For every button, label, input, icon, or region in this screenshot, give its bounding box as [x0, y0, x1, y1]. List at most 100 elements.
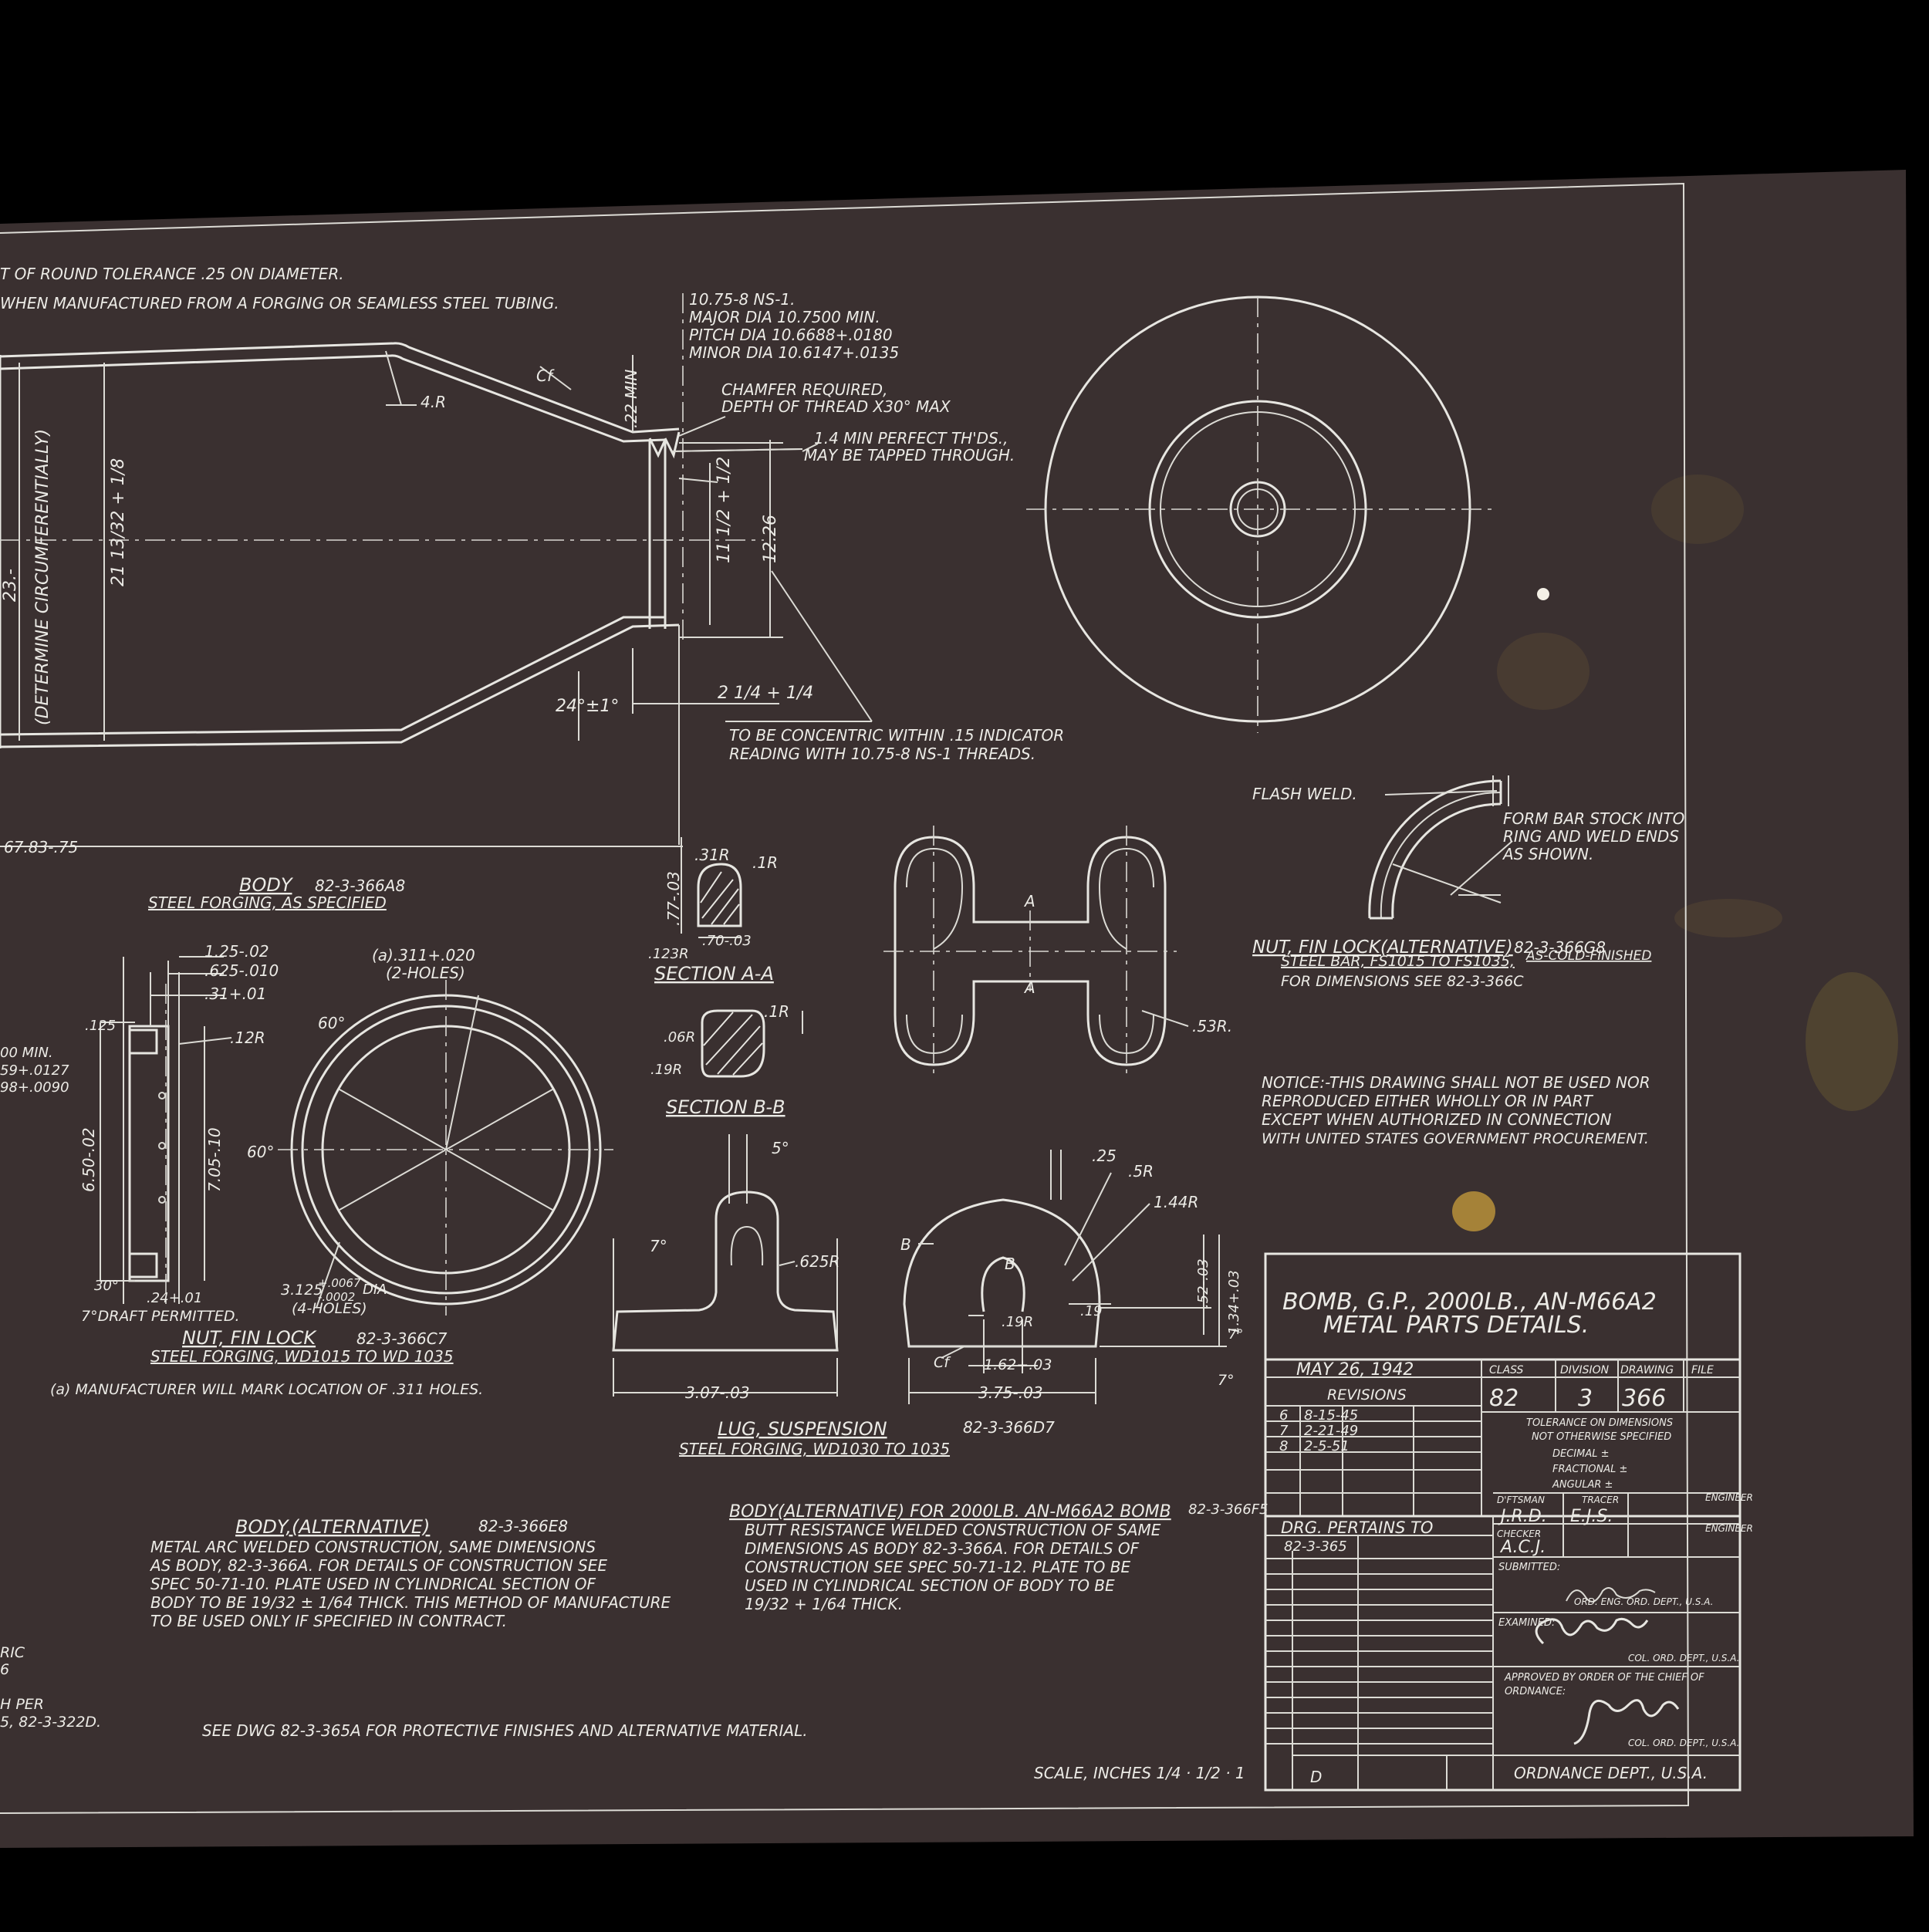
alt-body2-line-2: DIMENSIONS AS BODY 82-3-366A. FOR DETAIL…: [745, 1539, 1140, 1558]
checker-label: CHECKER: [1497, 1528, 1541, 1539]
section-a-radius-123: .123R: [648, 946, 689, 962]
nut-holes-4: (4-HOLES): [292, 1300, 367, 1317]
thread-minor-dia: MINOR DIA 10.6147+.0135: [689, 343, 899, 362]
notice-line-3: EXCEPT WHEN AUTHORIZED IN CONNECTION: [1262, 1110, 1612, 1129]
lug-material: STEEL FORGING, WD1030 TO 1035: [679, 1440, 950, 1458]
section-a-radius-31: .31R: [694, 846, 730, 864]
nut-height-705: 7.05-.10: [205, 1127, 224, 1192]
title-block-line-1: BOMB, G.P., 2000LB., AN-M66A2: [1282, 1289, 1657, 1316]
drawing-size: D: [1310, 1768, 1322, 1786]
nut-dim-31: .31+.01: [204, 985, 266, 1003]
submitted-signature-title: ORD. ENG. ORD. DEPT., U.S.A.: [1574, 1596, 1713, 1607]
tolerance-angular: ANGULAR ±: [1552, 1479, 1613, 1491]
nut-left-note-3: 98+.0090: [0, 1079, 69, 1096]
lug-angle-7c: 7°: [1218, 1372, 1235, 1389]
lug-suspension-views: [612, 1134, 1227, 1404]
section-a-radius-1: .1R: [752, 853, 778, 872]
stain-mark: [1806, 972, 1898, 1111]
revision-6-number: 6: [1279, 1407, 1288, 1424]
section-b-radius-06: .06R: [664, 1029, 695, 1045]
signature-examined: [1535, 1617, 1649, 1645]
nut-radius-12: .12R: [230, 1028, 265, 1047]
nut-alt-dimensions: FOR DIMENSIONS SEE 82-3-366C: [1281, 973, 1524, 990]
alt-body2-number: 82-3-366F5: [1188, 1501, 1269, 1518]
form-bar-note-3: AS SHOWN.: [1502, 845, 1593, 863]
examined-signature-title: COL. ORD. DEPT., U.S.A.: [1628, 1653, 1739, 1663]
lug-section-a-bottom: A: [1023, 978, 1035, 997]
lug-height-134: 1.34+.03: [1226, 1270, 1242, 1335]
nut-manufacturer-note: (a) MANUFACTURER WILL MARK LOCATION OF .…: [50, 1381, 483, 1398]
nut-holes-count: (2-HOLES): [386, 964, 465, 982]
circumference-note: (DETERMINE CIRCUMFERENTIALLY): [33, 429, 52, 725]
pertains-lines: [1265, 1558, 1493, 1745]
pertains-value: 82-3-365: [1284, 1539, 1347, 1555]
body-overall-length: 67.83-.75: [4, 838, 78, 856]
stain-mark: [1651, 475, 1744, 544]
tolerance-heading-1: TOLERANCE ON DIMENSIONS: [1526, 1417, 1673, 1429]
nut-dim-125: 1.25-.02: [204, 942, 269, 961]
chamfer-depth: DEPTH OF THREAD X30° MAX: [721, 397, 951, 416]
nut-dim-125b: .125: [85, 1018, 116, 1034]
section-b-radius-1: .1R: [764, 1002, 789, 1021]
lug-width-162: 1.62+.03: [984, 1356, 1052, 1373]
body-number: 82-3-366A8: [315, 876, 405, 895]
thread-spec: 10.75-8 NS-1.: [689, 290, 796, 309]
nut-alt-finish: AS-COLD-FINISHED: [1525, 948, 1651, 964]
alt-body-line-1: METAL ARC WELDED CONSTRUCTION, SAME DIME…: [150, 1538, 596, 1556]
body-dia-a: 23.-: [1, 569, 20, 602]
form-bar-note-1: FORM BAR STOCK INTO: [1503, 809, 1684, 828]
approved-line-1: APPROVED BY ORDER OF THE CHIEF OF: [1504, 1672, 1704, 1684]
lug-radius-53: .53R.: [1192, 1017, 1232, 1035]
lug-angle-7: 7°: [650, 1237, 667, 1255]
lug-number: 82-3-366D7: [963, 1418, 1055, 1437]
section-a-width: .70-.03: [702, 933, 752, 949]
section-b-radius-19: .19R: [650, 1062, 682, 1078]
nut-height-650: 6.50-.02: [79, 1127, 98, 1192]
file-label: FILE: [1691, 1364, 1714, 1376]
lug-dim-19: .19: [1080, 1303, 1103, 1319]
draftsman-value: J.R.D.: [1498, 1507, 1547, 1526]
examined-label: EXAMINED:: [1498, 1617, 1555, 1629]
revision-8-date: 2-5-51: [1304, 1438, 1350, 1454]
drawing-border: [0, 182, 1690, 1814]
class-label: CLASS: [1489, 1364, 1524, 1376]
approved-line-2: ORDNANCE:: [1505, 1686, 1566, 1697]
alt-body2-line-3: CONSTRUCTION SEE SPEC 50-71-12. PLATE TO…: [745, 1558, 1130, 1576]
tolerance-heading-2: NOT OTHERWISE SPECIFIED: [1532, 1431, 1671, 1443]
section-a-height: .77-.03: [664, 871, 683, 926]
lug-angle-5: 5°: [772, 1139, 789, 1157]
alt-body-line-5: TO BE USED ONLY IF SPECIFIED IN CONTRACT…: [150, 1612, 507, 1630]
tolerance-fractional: FRACTIONAL ±: [1552, 1464, 1627, 1475]
approved-signature-title: COL. ORD. DEPT., U.S.A.: [1628, 1738, 1739, 1748]
lug-width-307: 3.07-.03: [685, 1383, 750, 1402]
nut-left-note-2: 59+.0127: [0, 1062, 69, 1079]
bottom-left-note-2: 6: [0, 1661, 9, 1678]
nut-alt-title: NUT, FIN LOCK(ALTERNATIVE): [1252, 937, 1513, 958]
body-radius-4r: 4.R: [421, 393, 446, 411]
class-value: 82: [1489, 1385, 1519, 1412]
nut-dia-3125: 3.125: [281, 1282, 323, 1299]
notice-line-1: NOTICE:-THIS DRAWING SHALL NOT BE USED N…: [1262, 1073, 1650, 1092]
nut-angle-60-top: 60°: [318, 1014, 345, 1032]
alt-body-line-4: BODY TO BE 19/32 ± 1/64 THICK. THIS METH…: [150, 1593, 671, 1612]
stain-mark: [1537, 588, 1549, 600]
concentric-reading: READING WITH 10.75-8 NS-1 THREADS.: [729, 745, 1035, 763]
body-dia-b: 21 13/32 + 1/8: [109, 458, 128, 586]
stain-mark: [1497, 633, 1589, 710]
nut-angle-60-left: 60°: [247, 1143, 274, 1161]
lug-cf-label: Cf: [934, 1354, 951, 1371]
nut-draft-note: 7°DRAFT PERMITTED.: [81, 1308, 240, 1325]
body-min-22: .22 MIN: [622, 370, 640, 428]
body-dia-d: 12.26: [761, 515, 780, 563]
nut-alt-number: 82-3-366G8: [1514, 938, 1606, 957]
lug-radius-5: .5R: [1128, 1162, 1154, 1180]
nut-dia-label: DIA: [363, 1282, 387, 1298]
body-length-small: 2 1/4 + 1/4: [718, 684, 813, 703]
body-angle: 24°±1°: [556, 697, 619, 716]
nut-alt-material: STEEL BAR, FS1015 TO FS1035,: [1281, 953, 1515, 970]
thread-pitch-dia: PITCH DIA 10.6688+.0180: [689, 326, 893, 344]
notice-line-4: WITH UNITED STATES GOVERNMENT PROCUREMEN…: [1262, 1130, 1649, 1147]
nut-width-24: .24+.01: [147, 1290, 202, 1306]
division-value: 3: [1578, 1385, 1593, 1412]
tolerance-decimal: DECIMAL ±: [1552, 1448, 1610, 1460]
